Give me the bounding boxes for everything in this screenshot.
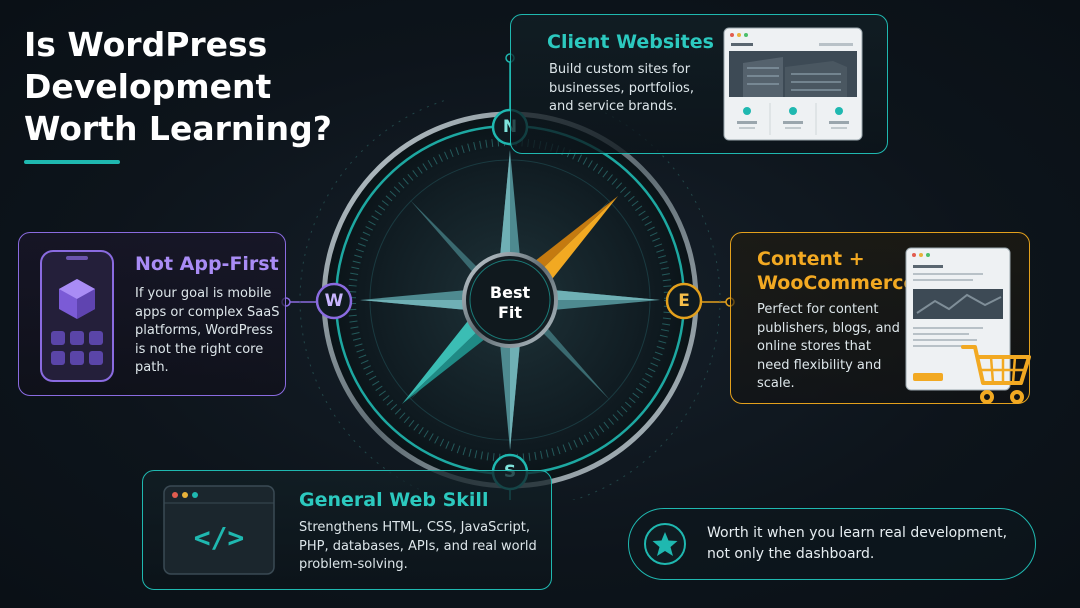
compass-center-label: Best Fit [466, 283, 554, 323]
compass-center-line1: Best [489, 283, 531, 302]
page-title: Is WordPress Development Worth Learning? [24, 25, 332, 148]
card-text-content-woocommerce: Perfect for content publishers, blogs, a… [757, 302, 900, 391]
code-window-icon [163, 485, 275, 575]
takeaway-text: Worth it when you learn real development… [707, 525, 1008, 562]
card-title-client-websites: Client Websites [547, 31, 714, 53]
card-title-general-web-skill: General Web Skill [299, 489, 489, 511]
card-not-app-first: Not App-First If your goal is mobile app… [18, 232, 286, 396]
mobile-app-icon [40, 250, 114, 382]
card-title-content-woocommerce: Content + WooCommerce [757, 248, 917, 294]
star-icon [644, 523, 686, 565]
takeaway-banner: Worth it when you learn real development… [628, 508, 1036, 580]
card-content-woocommerce: Content + WooCommerce Perfect for conten… [730, 232, 1031, 404]
cardinal-west-label: W [324, 291, 344, 311]
card-title-not-app-first: Not App-First [135, 253, 279, 275]
card-text-client-websites: Build custom sites for businesses, portf… [549, 62, 694, 114]
shopping-cart-icon [961, 345, 1031, 404]
card-general-web-skill: </> General Web Skill Strengthens HTML, … [142, 470, 552, 590]
card-client-websites: Client Websites Build custom sites for b… [510, 14, 888, 154]
website-mockup-icon [723, 27, 863, 141]
compass-icon [299, 100, 721, 500]
card-text-not-app-first: If your goal is mobile apps or complex S… [135, 286, 280, 375]
cardinal-east-label: E [678, 291, 690, 311]
compass-center-line2: Fit [497, 303, 523, 322]
website-mockup-icon [905, 247, 1011, 391]
card-text-general-web-skill: Strengthens HTML, CSS, JavaScript, PHP, … [299, 520, 537, 572]
title-underline [24, 160, 120, 164]
code-symbol: </> [193, 521, 245, 554]
